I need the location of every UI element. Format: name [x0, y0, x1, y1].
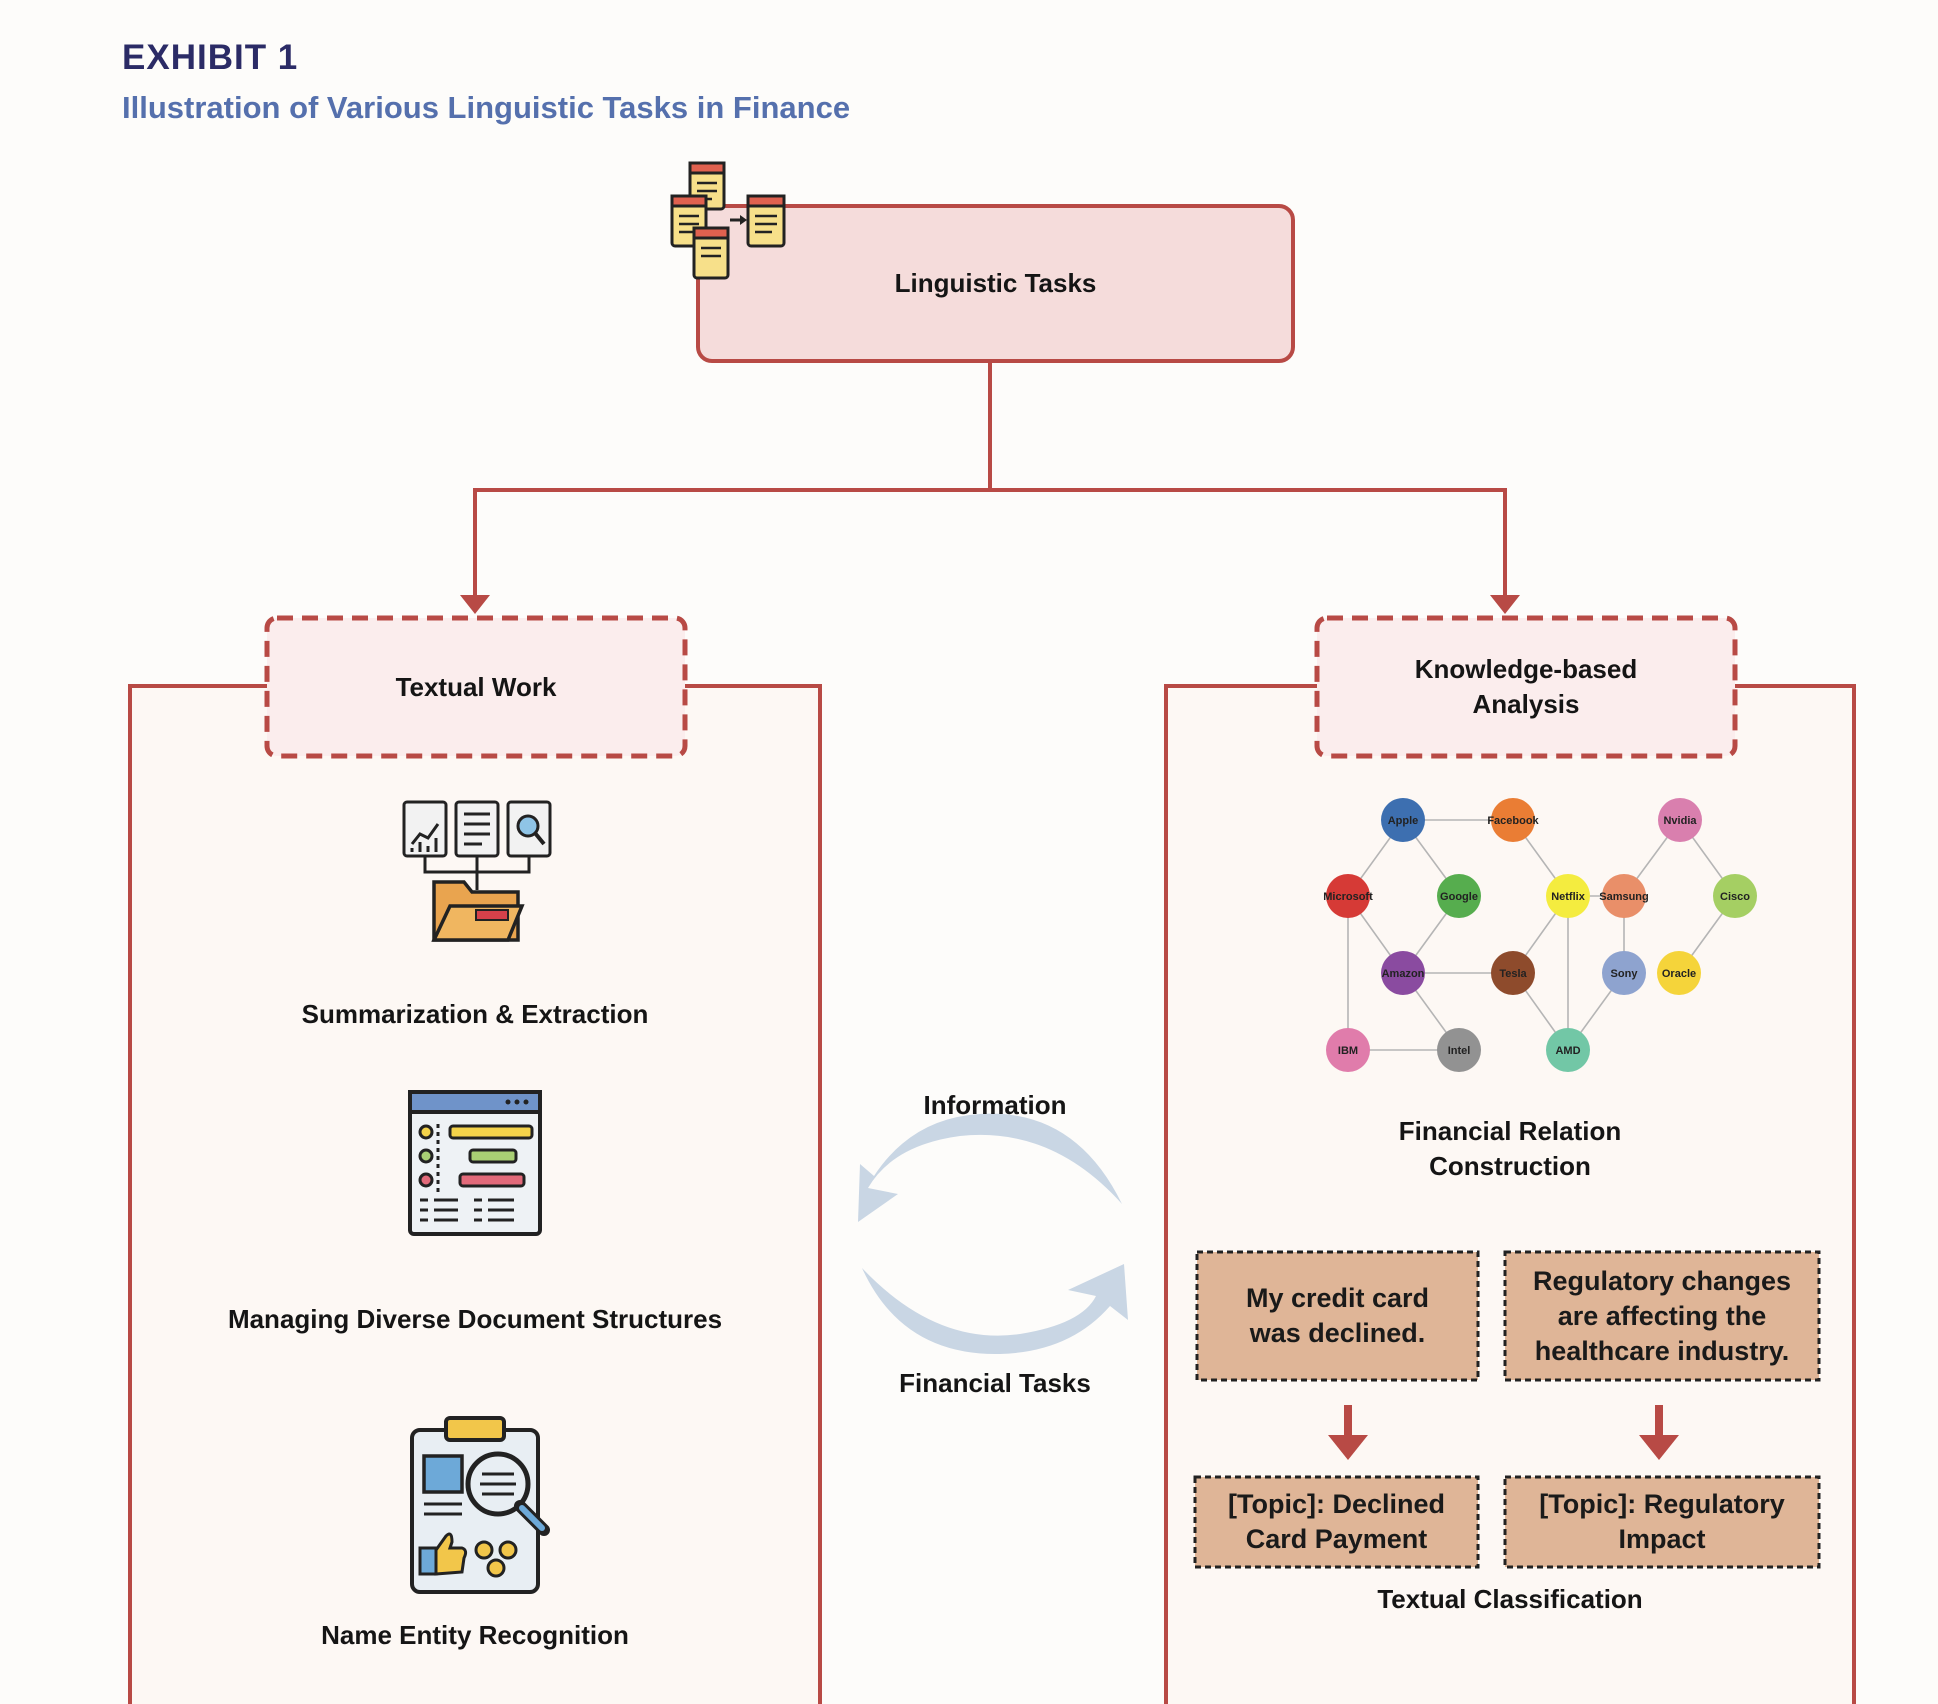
left-item-2-label: Managing Diverse Document Structures	[227, 1304, 723, 1334]
graph-node-sony: Sony	[1602, 951, 1646, 995]
left-item-1-label: Summarization & Extraction	[301, 999, 649, 1029]
example-box-2	[1503, 1250, 1821, 1382]
graph-node-amazon: Amazon	[1381, 951, 1425, 995]
left-panel-title: Textual Work	[395, 672, 557, 702]
classification-arrows	[1328, 1405, 1679, 1460]
right-panel-title-line1: Knowledge-based	[1414, 654, 1638, 684]
graph-node-label: Netflix	[1551, 891, 1586, 903]
graph-node-netflix: Netflix	[1546, 874, 1590, 918]
middle-bottom-label: Financial Tasks	[899, 1368, 1091, 1398]
right-panel-title: Knowledge-based Analysis	[1317, 652, 1735, 722]
graph-node-circle	[1657, 951, 1701, 995]
graph-node-label: Amazon	[1382, 968, 1425, 980]
topic-2-text: [Topic]: Regulatory Impact	[1505, 1477, 1819, 1567]
graph-node-circle	[1658, 798, 1702, 842]
graph-node-label: Nvidia	[1663, 815, 1697, 827]
graph-node-circle	[1713, 874, 1757, 918]
graph-node-label: Google	[1440, 891, 1478, 903]
graph-node-label: IBM	[1338, 1045, 1358, 1057]
example-2-text: Regulatory changes are affecting the hea…	[1505, 1252, 1819, 1380]
example-2-line1: Regulatory changes	[1532, 1265, 1792, 1296]
tree-connectors	[473, 360, 1507, 600]
graph-node-circle	[1491, 951, 1535, 995]
graph-node-circle	[1381, 798, 1425, 842]
root-label: Linguistic Tasks	[894, 268, 1097, 298]
graph-node-nvidia: Nvidia	[1658, 798, 1702, 842]
example-box-1	[1195, 1250, 1480, 1382]
graph-node-tesla: Tesla	[1491, 951, 1535, 995]
graph-node-circle	[1491, 798, 1535, 842]
topic-2-line1: [Topic]: Regulatory	[1539, 1489, 1785, 1519]
graph-node-label: Samsung	[1599, 891, 1649, 903]
graph-node-label: Sony	[1611, 968, 1639, 980]
graph-node-samsung: Samsung	[1599, 874, 1649, 918]
graph-node-cisco: Cisco	[1713, 874, 1757, 918]
right-panel-title-line2: Analysis	[1472, 689, 1580, 719]
graph-node-label: Microsoft	[1323, 891, 1373, 903]
document-layout-icon	[408, 1090, 542, 1236]
left-item-3-label: Name Entity Recognition	[321, 1620, 629, 1650]
graph-node-label: Facebook	[1487, 815, 1539, 827]
graph-node-intel: Intel	[1437, 1028, 1481, 1072]
arrow-to-textual-work	[460, 595, 490, 614]
classification-caption: Textual Classification	[1377, 1584, 1643, 1614]
graph-node-label: AMD	[1555, 1045, 1580, 1057]
graph-node-microsoft: Microsoft	[1323, 874, 1373, 918]
graph-node-label: Oracle	[1662, 968, 1696, 980]
exhibit-label: EXHIBIT 1	[122, 38, 299, 77]
graph-node-circle	[1546, 874, 1590, 918]
graph-node-circle	[1602, 874, 1646, 918]
graph-node-facebook: Facebook	[1487, 798, 1540, 842]
graph-node-circle	[1546, 1028, 1590, 1072]
example-1-text: My credit card was declined.	[1197, 1252, 1478, 1380]
graph-caption-line2: Construction	[1429, 1151, 1591, 1181]
exhibit-subtitle: Illustration of Various Linguistic Tasks…	[122, 90, 851, 125]
example-2-line3: healthcare industry.	[1534, 1335, 1790, 1366]
example-1-line2: was declined.	[1249, 1318, 1426, 1348]
topic-box-1	[1193, 1475, 1480, 1569]
left-panel-title-box	[264, 615, 688, 759]
graph-node-circle	[1437, 874, 1481, 918]
graph-node-label: Tesla	[1499, 968, 1527, 980]
graph-caption-line1: Financial Relation	[1398, 1116, 1622, 1146]
graph-node-circle	[1381, 951, 1425, 995]
graph-node-apple: Apple	[1381, 798, 1425, 842]
topic-box-2	[1503, 1475, 1821, 1569]
graph-node-circle	[1437, 1028, 1481, 1072]
graph-node-label: Apple	[1388, 815, 1419, 827]
graph-node-circle	[1326, 874, 1370, 918]
topic-1-line1: [Topic]: Declined	[1227, 1489, 1445, 1519]
clipboard-magnifier-icon	[410, 1416, 550, 1594]
graph-node-amd: AMD	[1546, 1028, 1590, 1072]
root-box	[696, 204, 1295, 363]
graph-caption: Financial Relation Construction	[1166, 1114, 1854, 1184]
topic-1-line2: Card Payment	[1245, 1524, 1428, 1554]
graph-node-circle	[1326, 1028, 1370, 1072]
documents-transfer-icon	[670, 161, 786, 280]
documents-to-folder-icon	[402, 800, 552, 942]
example-1-line1: My credit card	[1245, 1283, 1430, 1313]
graph-node-circle	[1602, 951, 1646, 995]
graph-node-label: Intel	[1448, 1045, 1471, 1057]
exchange-arrows-icon	[858, 1113, 1128, 1355]
topic-1-text: [Topic]: Declined Card Payment	[1195, 1477, 1478, 1567]
graph-node-ibm: IBM	[1326, 1028, 1370, 1072]
arrow-to-knowledge-analysis	[1490, 595, 1520, 614]
middle-top-label: Information	[923, 1090, 1067, 1120]
graph-node-label: Cisco	[1720, 891, 1750, 903]
graph-node-google: Google	[1437, 874, 1481, 918]
topic-2-line2: Impact	[1618, 1524, 1706, 1554]
example-2-line2: are affecting the	[1557, 1300, 1767, 1331]
right-panel-title-box	[1314, 615, 1738, 759]
graph-node-oracle: Oracle	[1657, 951, 1701, 995]
